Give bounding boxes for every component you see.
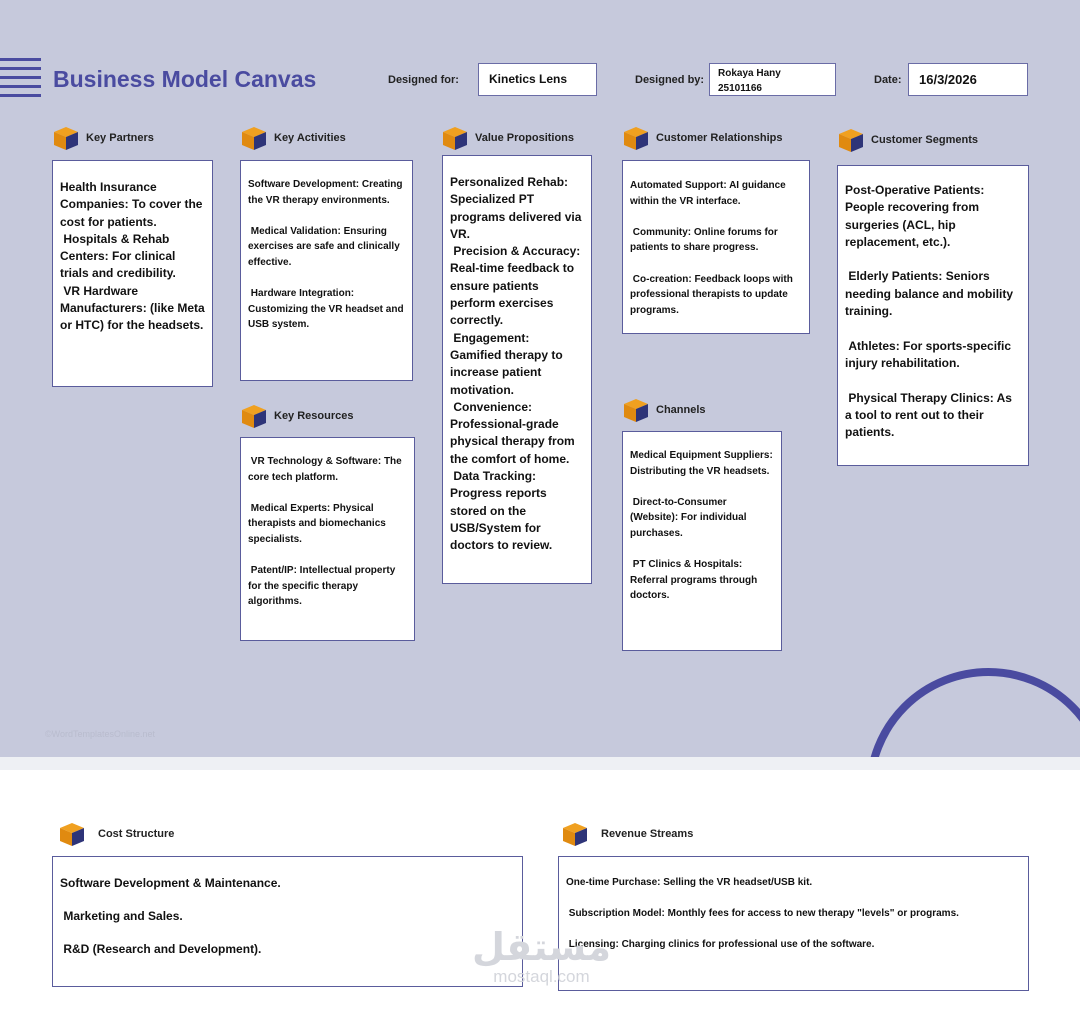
band-divider (0, 757, 1080, 770)
menu-lines-icon (0, 58, 41, 103)
channels-label: Channels (656, 404, 706, 416)
key-activities-header: Key Activities (240, 124, 346, 152)
cost-structure-label: Cost Structure (98, 828, 175, 840)
value-propositions-label: Value Propositions (475, 132, 575, 144)
revenue-streams-text: One-time Purchase: Selling the VR headse… (566, 877, 959, 950)
customer-segments-text: Post-Operative Patients: People recoveri… (845, 183, 1014, 440)
designed-by-label: Designed by: (635, 74, 705, 86)
key-activities-label: Key Activities (274, 132, 346, 144)
cube-icon (242, 405, 266, 428)
customer-segments-label: Customer Segments (871, 134, 978, 146)
key-partners-header: Key Partners (52, 124, 154, 152)
cost-structure-header: Cost Structure (58, 820, 174, 848)
customer-relationships-header: Customer Relationships (622, 124, 783, 152)
cost-structure-card[interactable]: Software Development & Maintenance. Mark… (52, 856, 523, 987)
cube-icon (563, 823, 587, 846)
key-resources-label: Key Resources (274, 410, 354, 422)
key-activities-text: Software Development: Creating the VR th… (248, 179, 404, 331)
value-propositions-card[interactable]: Personalized Rehab: Specialized PT progr… (442, 155, 592, 584)
channels-card[interactable]: Medical Equipment Suppliers: Distributin… (622, 431, 782, 651)
channels-text: Medical Equipment Suppliers: Distributin… (630, 450, 773, 602)
cube-icon (242, 127, 266, 150)
date-label: Date: (874, 74, 902, 86)
customer-relationships-text: Automated Support: AI guidance within th… (630, 180, 793, 316)
channels-header: Channels (622, 396, 706, 424)
revenue-streams-header: Revenue Streams (561, 820, 693, 848)
cost-structure-text: Software Development & Maintenance. Mark… (60, 876, 281, 956)
key-resources-text: VR Technology & Software: The core tech … (248, 456, 402, 608)
cube-icon (54, 127, 78, 150)
designed-for-field[interactable]: Kinetics Lens (478, 63, 597, 96)
designed-by-field[interactable]: Rokaya Hany 25101166 (709, 63, 836, 96)
decorative-circle (866, 668, 1080, 757)
cube-icon (624, 399, 648, 422)
key-partners-text: Health Insurance Companies: To cover the… (60, 180, 205, 333)
mostaql-arabic: مستقل (472, 925, 611, 969)
key-resources-header: Key Resources (240, 402, 354, 430)
key-resources-card[interactable]: VR Technology & Software: The core tech … (240, 437, 415, 641)
cube-icon (60, 823, 84, 846)
mostaql-watermark: مستقل mostaql.com (472, 925, 611, 985)
customer-segments-header: Customer Segments (837, 126, 978, 154)
value-propositions-text: Personalized Rehab: Specialized PT progr… (450, 175, 582, 553)
value-propositions-header: Value Propositions (441, 124, 574, 152)
key-partners-card[interactable]: Health Insurance Companies: To cover the… (52, 160, 213, 387)
key-partners-label: Key Partners (86, 132, 154, 144)
mostaql-latin: mostaql.com (493, 967, 590, 986)
canvas-top-band: Business Model Canvas Designed for: Kine… (0, 0, 1080, 757)
revenue-streams-label: Revenue Streams (601, 828, 694, 840)
cube-icon (839, 129, 863, 152)
page-title: Business Model Canvas (53, 66, 317, 92)
cube-icon (443, 127, 467, 150)
designed-for-label: Designed for: (388, 74, 459, 86)
cube-icon (624, 127, 648, 150)
key-activities-card[interactable]: Software Development: Creating the VR th… (240, 160, 413, 381)
watermark-text: ©WordTemplatesOnline.net (45, 729, 156, 739)
revenue-streams-card[interactable]: One-time Purchase: Selling the VR headse… (558, 856, 1029, 991)
date-field[interactable]: 16/3/2026 (908, 63, 1028, 96)
customer-segments-card[interactable]: Post-Operative Patients: People recoveri… (837, 165, 1029, 466)
customer-relationships-label: Customer Relationships (656, 132, 783, 144)
customer-relationships-card[interactable]: Automated Support: AI guidance within th… (622, 160, 810, 334)
